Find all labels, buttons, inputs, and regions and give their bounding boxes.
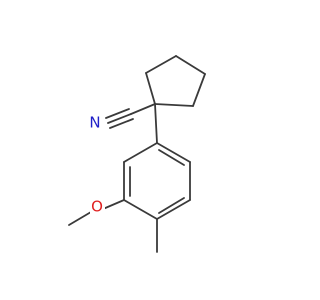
bond-oxygen-methyl (68, 211, 92, 226)
atom-n-label: N (89, 114, 100, 132)
bond-ring-c3-c4 (175, 55, 206, 75)
bond-ar-inner-double-3 (158, 149, 185, 166)
bond-ar-c3-c4 (123, 199, 158, 220)
bond-triple-2 (105, 108, 130, 119)
bond-ar-c4-c5 (156, 199, 191, 220)
bond-ar-oxygen (102, 199, 125, 210)
bond-ring-c4-c5 (192, 73, 206, 107)
bond-ar-c1-c2 (123, 142, 158, 163)
atom-o-background (90, 198, 105, 216)
atom-n-background (88, 113, 103, 131)
bond-ar-inner-double-2 (158, 197, 185, 214)
bond-quaternary-aromatic (154, 103, 158, 144)
bond-ring-quaternary-c2 (145, 72, 156, 105)
bond-ring-c2-c3 (145, 55, 177, 74)
bond-ar-c6-c1 (156, 142, 191, 163)
bond-quaternary-nitrile-carbon (130, 103, 156, 115)
atom-o-label: O (91, 198, 103, 216)
molecule-structure-diagram: N O (68, 55, 206, 253)
bond-ring-c5-quaternary (154, 103, 194, 107)
bond-triple-1 (107, 113, 132, 124)
bond-triple-3 (109, 118, 134, 129)
